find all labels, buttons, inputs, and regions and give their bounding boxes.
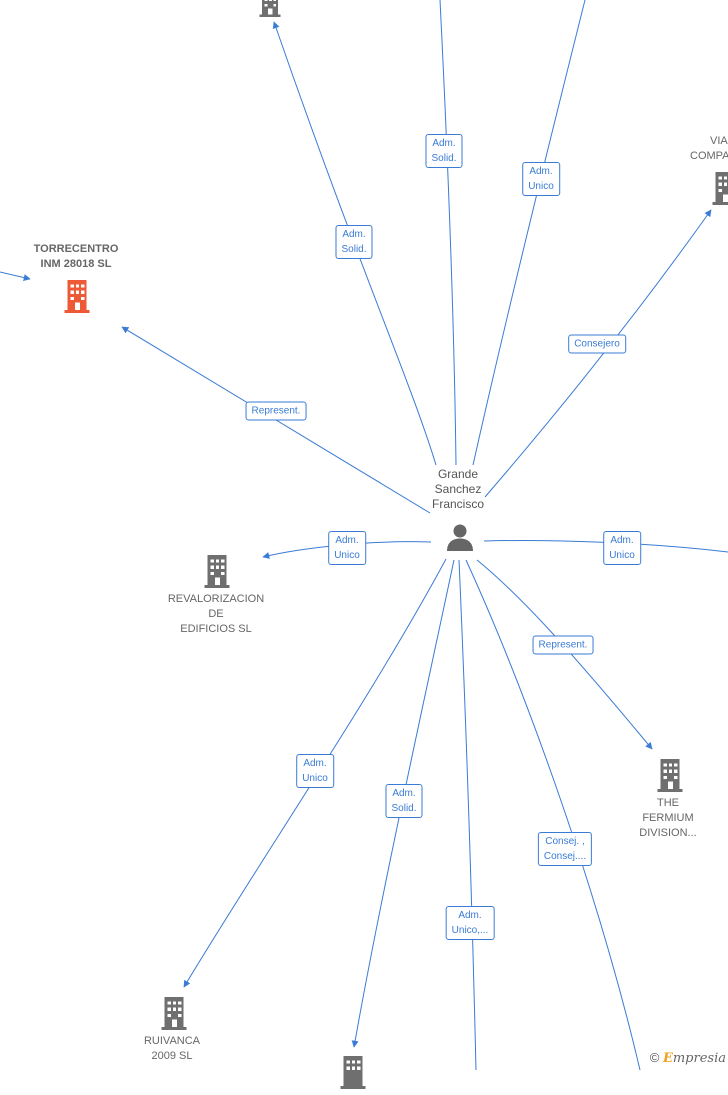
edge-viae	[484, 209, 712, 498]
company-label-fermium[interactable]: THE FERMIUM DIVISION...	[639, 796, 696, 841]
company-label-viae[interactable]: VIAE COMPA	[690, 134, 728, 164]
edge-label-viae[interactable]: Consejero	[568, 334, 626, 354]
edge-top-center	[439, 0, 457, 466]
edge-label-line: Adm.	[392, 788, 416, 799]
edge-label-line: Solid.	[431, 153, 457, 164]
building-shape	[259, 0, 281, 18]
company-label-line: TORRECENTRO	[33, 243, 119, 255]
edge-top-right	[472, 0, 586, 466]
edge-label-line: Unico	[609, 550, 635, 561]
company-label-line: COMPA	[690, 150, 728, 162]
edge-label-line: Adm.	[303, 758, 327, 769]
edge-label-line: Adm.	[432, 138, 456, 149]
company-label-line: INM 28018 SL	[40, 258, 112, 270]
company-label-line: 2009 SL	[151, 1050, 193, 1062]
company-label-line: DIVISION...	[639, 827, 697, 839]
edge-top-company	[272, 21, 437, 466]
company-label-revalorizacion[interactable]: REVALORIZACION DE EDIFICIOS SL	[168, 592, 264, 637]
edge-label-torrecentro[interactable]: Represent.	[245, 401, 307, 421]
building-icon-top[interactable]	[255, 0, 285, 23]
company-label-line: REVALORIZACION	[167, 593, 265, 605]
edge-label-line: Solid.	[341, 244, 367, 255]
building-icon-torrecentro[interactable]	[61, 278, 93, 319]
edge-label-top-right[interactable]: Adm. Unico	[522, 162, 560, 196]
company-label-line: RUIVANCA	[143, 1035, 201, 1047]
edge-label-line: Consej....	[543, 851, 587, 862]
person-icon[interactable]	[445, 522, 475, 557]
building-icon-bottom[interactable]	[337, 1054, 369, 1095]
edge-bottom-right	[465, 559, 641, 1070]
edge-label-right[interactable]: Adm. Unico	[603, 531, 641, 565]
edge-label-line: Adm.	[342, 229, 366, 240]
company-label-line: THE	[657, 797, 679, 809]
relationship-graph	[0, 0, 728, 1070]
edge-label-top-company[interactable]: Adm. Solid.	[335, 225, 373, 259]
edge-label-line: Solid.	[391, 803, 417, 814]
person-name-line: Grande	[437, 467, 479, 481]
edges-layer	[0, 0, 728, 1070]
edge-label-line: Represent.	[538, 639, 588, 651]
company-label-ruivanca[interactable]: RUIVANCA 2009 SL	[144, 1034, 200, 1064]
person-name[interactable]: Grande Sanchez Francisco	[432, 467, 484, 512]
edge-label-fermium[interactable]: Represent.	[532, 635, 594, 655]
person-name-line: Sanchez	[434, 482, 482, 496]
building-icon-fermium[interactable]	[654, 757, 686, 798]
building-icon-revalorizacion[interactable]	[201, 553, 233, 594]
brand-logo: Empresia	[663, 1051, 726, 1066]
empresia-watermark[interactable]: © Empresia	[650, 1050, 726, 1066]
edge-label-revalorizacion[interactable]: Adm. Unico	[328, 531, 366, 565]
company-label-torrecentro[interactable]: TORRECENTRO INM 28018 SL	[34, 242, 119, 272]
edge-label-line: Adm.	[335, 535, 359, 546]
brand-name: mpresia	[672, 1051, 726, 1066]
edge-label-top-center[interactable]: Adm. Solid.	[425, 134, 463, 168]
edge-bottom-center	[458, 559, 477, 1070]
edge-label-line: Consejero	[574, 338, 620, 350]
edge-torrecentro-offscreen	[0, 271, 31, 281]
edge-label-line: Unico,...	[451, 925, 489, 936]
building-icon-ruivanca[interactable]	[158, 995, 190, 1036]
edge-label-line: Unico	[528, 181, 554, 192]
company-label-line: DE	[208, 608, 224, 620]
company-label-line: FERMIUM	[642, 812, 694, 824]
edge-label-bottom-company[interactable]: Adm. Solid.	[385, 784, 423, 818]
building-icon-viae[interactable]	[709, 170, 728, 211]
edge-label-line: Adm.	[458, 910, 482, 921]
edge-label-bottom-right[interactable]: Consej. , Consej....	[537, 832, 593, 866]
edge-label-line: Adm.	[529, 166, 553, 177]
company-label-line: VIAE	[710, 135, 728, 147]
edge-fermium	[476, 559, 653, 750]
edge-label-line: Unico	[302, 773, 328, 784]
edge-label-line: Represent.	[251, 405, 301, 417]
copyright-symbol: ©	[649, 1050, 660, 1065]
person-name-line: Francisco	[431, 497, 485, 511]
brand-initial: E	[662, 1051, 673, 1066]
edge-label-line: Consej. ,	[545, 836, 585, 847]
company-label-line: EDIFICIOS SL	[180, 623, 252, 635]
edge-label-line: Unico	[334, 550, 360, 561]
edge-label-bottom-center[interactable]: Adm. Unico,...	[445, 906, 495, 940]
edge-label-line: Adm.	[610, 535, 634, 546]
edge-label-ruivanca[interactable]: Adm. Unico	[296, 754, 334, 788]
